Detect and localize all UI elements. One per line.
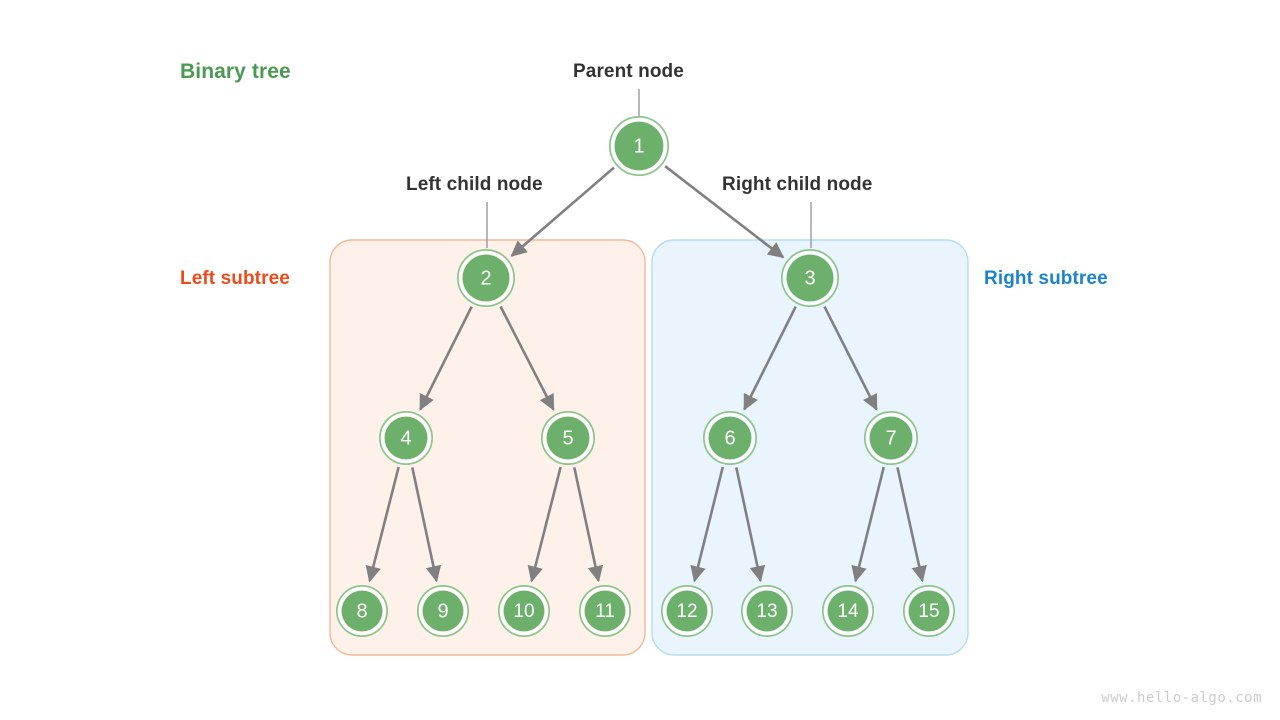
annotation-pointers [486,89,812,248]
tree-node-4 [379,411,433,465]
node-fill [462,254,510,302]
node-white-ring [610,117,668,175]
tree-edge-5-10 [527,466,562,583]
node-outer-ring [661,585,713,637]
node-white-ring [865,412,917,464]
tree-edge-1-2 [510,166,615,257]
node-fill [546,416,590,460]
watermark: www.hello-algo.com [1101,690,1262,706]
parent-node-label: Parent node [573,61,684,82]
tree-node-8 [336,585,388,637]
tree-node-6 [703,411,757,465]
tree-edge-4-9 [411,467,442,583]
tree-edge-4-8 [365,466,400,583]
node-outer-ring [417,585,469,637]
node-fill [341,590,383,632]
subtree-regions [329,239,969,656]
tree-edge-1-3 [664,165,785,259]
right-subtree-label-label: Right subtree [984,268,1108,289]
tree-node-12 [661,585,713,637]
node-fill [384,416,428,460]
right-child-node-label: Right child node [722,174,873,195]
node-outer-ring [903,585,955,637]
tree-edges [365,165,927,583]
tree-edge-7-15 [896,467,927,583]
tree-node-1 [609,116,669,176]
node-white-ring [458,250,514,306]
node-white-ring [418,586,468,636]
node-outer-ring [864,411,918,465]
node-outer-ring [541,411,595,465]
node-white-ring [380,412,432,464]
tree-edge-2-5 [499,305,555,411]
tree-node-3 [781,249,839,307]
tree-nodes [336,116,955,637]
node-white-ring [337,586,387,636]
node-white-ring [904,586,954,636]
node-white-ring [782,250,838,306]
node-fill [708,416,752,460]
node-white-ring [704,412,756,464]
node-outer-ring [822,585,874,637]
right-subtree-box [651,239,969,656]
tree-node-11 [579,585,631,637]
left-subtree-label-label: Left subtree [180,268,290,289]
node-outer-ring [336,585,388,637]
tree-node-13 [741,585,793,637]
node-white-ring [823,586,873,636]
tree-node-15 [903,585,955,637]
node-fill [827,590,869,632]
node-outer-ring [741,585,793,637]
node-outer-ring [457,249,515,307]
title-label: Binary tree [180,60,291,83]
tree-edge-7-14 [851,466,886,583]
node-white-ring [742,586,792,636]
tree-edge-6-13 [735,467,766,583]
node-fill [908,590,950,632]
node-white-ring [580,586,630,636]
tree-edge-6-12 [690,466,725,583]
tree-node-7 [864,411,918,465]
node-fill [614,121,664,171]
node-fill [786,254,834,302]
node-white-ring [662,586,712,636]
tree-node-9 [417,585,469,637]
tree-edge-2-4 [419,306,473,411]
tree-edge-5-11 [573,467,604,583]
node-white-ring [499,586,549,636]
tree-node-2 [457,249,515,307]
node-outer-ring [609,116,669,176]
tree-node-14 [822,585,874,637]
node-fill [869,416,913,460]
left-child-node-label: Left child node [406,174,543,195]
node-fill [746,590,788,632]
tree-node-5 [541,411,595,465]
tree-edge-3-7 [823,305,878,411]
node-outer-ring [703,411,757,465]
node-outer-ring [379,411,433,465]
node-fill [422,590,464,632]
node-fill [666,590,708,632]
node-outer-ring [781,249,839,307]
node-outer-ring [498,585,550,637]
node-fill [503,590,545,632]
node-fill [584,590,626,632]
tree-edge-3-6 [743,306,797,411]
node-outer-ring [579,585,631,637]
node-white-ring [542,412,594,464]
tree-node-10 [498,585,550,637]
